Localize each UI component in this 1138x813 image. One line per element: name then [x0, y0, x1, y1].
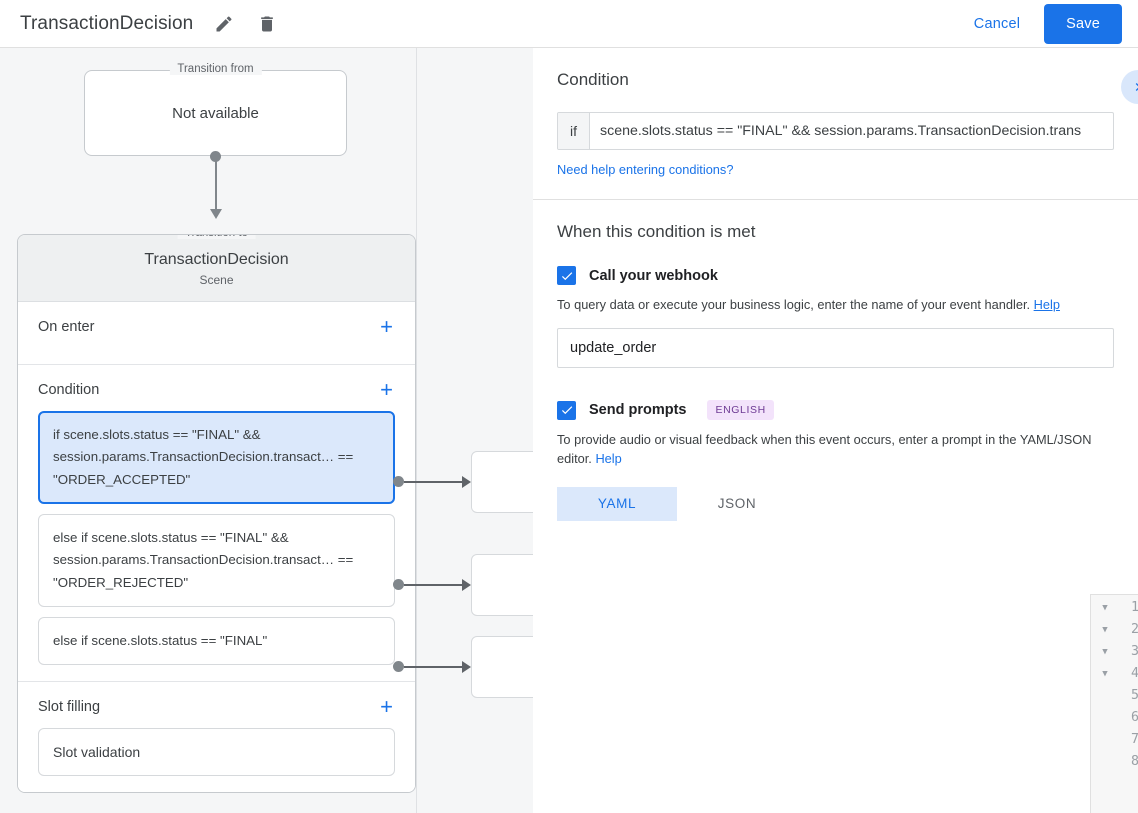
cancel-button[interactable]: Cancel — [964, 8, 1030, 40]
edge-arrow-2 — [462, 579, 471, 591]
line-number: 4 — [1119, 663, 1138, 685]
save-button[interactable]: Save — [1044, 3, 1122, 44]
line-number: 6 — [1119, 707, 1138, 729]
canvas-divider-line — [416, 48, 417, 813]
webhook-checkbox[interactable] — [557, 266, 576, 285]
line-number: 8 — [1119, 751, 1138, 773]
condition-input[interactable] — [590, 113, 1113, 149]
line-number: 2 — [1119, 619, 1138, 641]
fold-arrow-icon-4[interactable]: ▼ — [1102, 669, 1108, 679]
webhook-event-handler-input[interactable] — [557, 328, 1114, 369]
scene-flow-canvas[interactable]: Transition from Not available Transition… — [0, 48, 533, 813]
chevron-right-icon[interactable] — [1121, 70, 1138, 104]
condition-input-row[interactable]: if — [557, 112, 1114, 150]
connector-arrowhead-icon — [210, 209, 222, 219]
scene-header: TransactionDecision Scene — [18, 235, 415, 302]
transition-to-node[interactable]: Transition to TransactionDecision Scene … — [17, 234, 416, 794]
prompts-help-link[interactable]: Help — [595, 451, 622, 467]
section-on-enter: On enter + — [18, 302, 415, 365]
when-condition-met-block: When this condition is met Call your web… — [533, 200, 1138, 521]
language-badge: ENGLISH — [707, 400, 774, 421]
when-heading: When this condition is met — [557, 222, 756, 241]
section-condition: Condition + if scene.slots.status == "FI… — [18, 365, 415, 683]
send-prompts-checkbox[interactable] — [557, 400, 576, 420]
edge-line-2 — [404, 584, 464, 586]
condition-detail-panel: Condition if Need help entering conditio… — [533, 48, 1138, 813]
add-on-enter-button[interactable]: + — [380, 314, 393, 339]
line-number: 1 — [1119, 597, 1138, 619]
code-line-number-gutter: 1 2 3 4 5 6 7 8 — [1119, 595, 1138, 813]
edge-line-1 — [404, 481, 464, 483]
condition-heading: Condition — [557, 70, 629, 89]
fold-arrow-icon-2[interactable]: ▼ — [1102, 625, 1108, 635]
target-node-1[interactable] — [471, 451, 533, 513]
target-node-3[interactable] — [471, 636, 533, 698]
section-slot-filling: Slot filling + Slot validation — [18, 682, 415, 793]
send-prompts-check-row: Send prompts ENGLISH — [557, 400, 1114, 421]
webhook-helper-body: To query data or execute your business l… — [557, 297, 1031, 312]
condition-card-2[interactable]: else if scene.slots.status == "FINAL" &&… — [38, 513, 395, 607]
add-slot-filling-button[interactable]: + — [380, 694, 393, 720]
fold-arrow-icon-1[interactable]: ▼ — [1102, 603, 1108, 613]
condition-card-3[interactable]: else if scene.slots.status == "FINAL" — [38, 616, 395, 666]
line-number: 5 — [1119, 685, 1138, 707]
transition-from-value: Not available — [172, 104, 259, 122]
trash-icon[interactable] — [254, 11, 280, 37]
prompts-helper-body: To provide audio or visual feedback when… — [557, 432, 1092, 467]
webhook-label: Call your webhook — [589, 267, 718, 284]
section-title-condition: Condition — [38, 382, 100, 398]
condition-if-label: if — [558, 113, 590, 149]
target-node-2[interactable] — [471, 554, 533, 616]
condition-card-1[interactable]: if scene.slots.status == "FINAL" && sess… — [38, 411, 395, 504]
page-title: TransactionDecision — [20, 12, 194, 34]
scene-type: Scene — [199, 273, 234, 287]
edge-line-3 — [404, 666, 464, 668]
edge-dot-3 — [393, 661, 404, 672]
transition-to-legend: Transition to — [177, 235, 256, 239]
send-prompts-label: Send prompts — [589, 402, 687, 419]
topbar-actions: Cancel Save — [964, 3, 1138, 44]
edge-dot-1 — [393, 476, 404, 487]
top-app-bar: TransactionDecision Cancel Save — [0, 0, 1138, 48]
yaml-code-editor[interactable]: ▼ ▼ ▼ ▼ 1 2 3 4 5 6 7 8 candidates: - fi… — [1090, 594, 1138, 813]
scene-name: TransactionDecision — [144, 251, 289, 268]
line-number: 3 — [1119, 641, 1138, 663]
condition-block: Condition if Need help entering conditio… — [533, 48, 1138, 200]
transition-from-node[interactable]: Transition from Not available — [84, 63, 347, 156]
tab-json[interactable]: JSON — [677, 487, 797, 521]
webhook-helper-text: To query data or execute your business l… — [557, 295, 1114, 314]
transition-from-legend: Transition from — [169, 63, 262, 75]
line-number: 7 — [1119, 729, 1138, 751]
edge-dot-2 — [393, 579, 404, 590]
section-title-slot-filling: Slot filling — [38, 699, 101, 716]
fold-arrow-icon-3[interactable]: ▼ — [1102, 647, 1108, 657]
tab-yaml[interactable]: YAML — [557, 486, 677, 521]
pencil-icon[interactable] — [211, 11, 237, 37]
slot-validation-card[interactable]: Slot validation — [38, 728, 395, 777]
condition-help-link[interactable]: Need help entering conditions? — [557, 162, 734, 177]
edge-arrow-3 — [462, 661, 471, 673]
prompts-helper-text: To provide audio or visual feedback when… — [557, 430, 1114, 468]
code-fold-gutter: ▼ ▼ ▼ ▼ — [1091, 595, 1119, 813]
connector-line — [215, 156, 217, 212]
section-title-on-enter: On enter — [38, 319, 95, 335]
add-condition-button[interactable]: + — [380, 377, 393, 402]
webhook-help-link[interactable]: Help — [1033, 297, 1060, 312]
edge-arrow-1 — [462, 476, 471, 488]
editor-format-tabs: YAML JSON — [557, 486, 1114, 521]
webhook-check-row: Call your webhook — [557, 266, 1114, 285]
